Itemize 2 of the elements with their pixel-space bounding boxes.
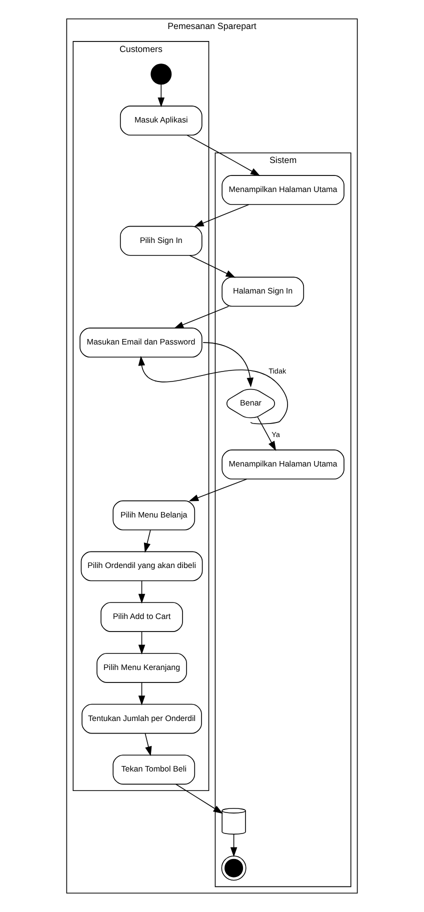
edge-label: Ya xyxy=(272,430,280,440)
edge-label: Tidak xyxy=(268,366,286,376)
